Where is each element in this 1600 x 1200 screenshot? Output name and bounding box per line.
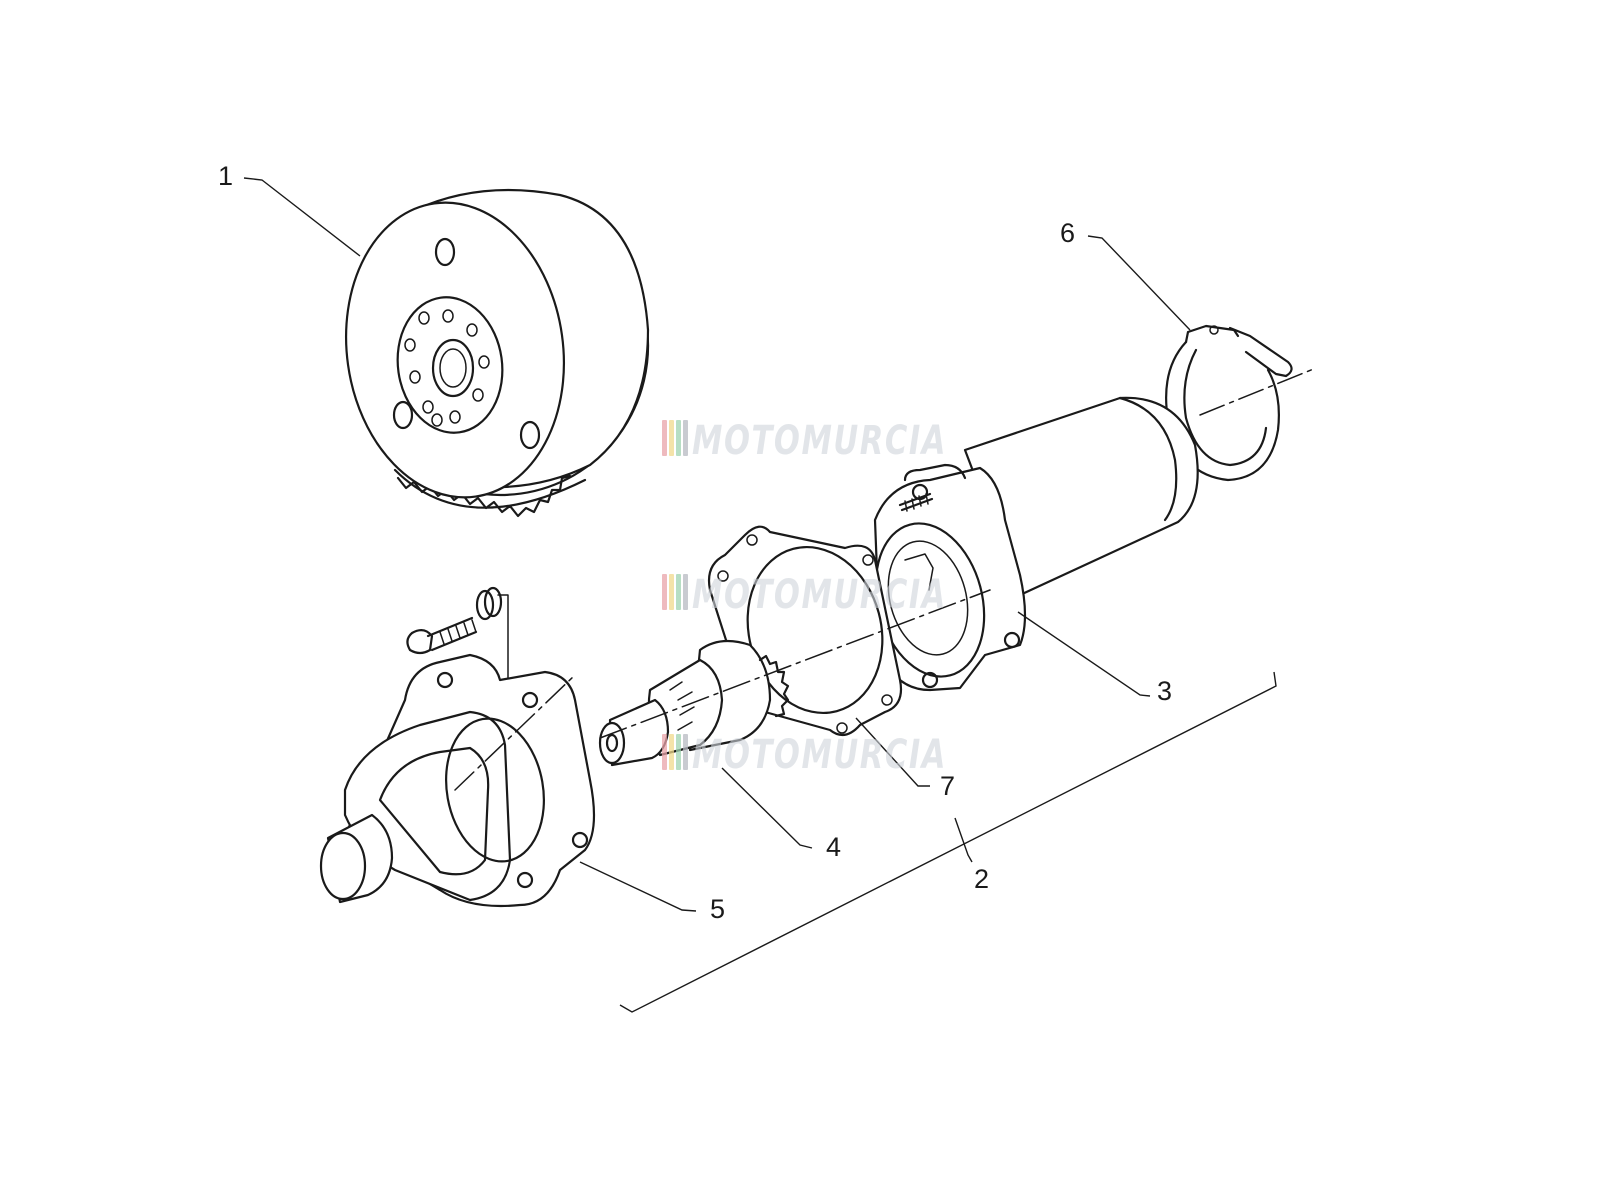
callout-2: 2 xyxy=(974,864,989,894)
callout-4: 4 xyxy=(826,832,841,862)
callout-3: 3 xyxy=(1157,676,1172,706)
screw-part xyxy=(406,586,509,706)
motor-body-part xyxy=(873,396,1199,692)
flywheel-rotor-part xyxy=(344,188,650,518)
watermark-3: MOTOMURCIA xyxy=(662,732,947,778)
callout-6: 6 xyxy=(1060,218,1075,248)
watermark-3-text: MOTOMURCIA xyxy=(692,732,947,778)
callout-1: 1 xyxy=(218,161,233,191)
watermark-1-text: MOTOMURCIA xyxy=(692,418,947,464)
watermark-2: MOTOMURCIA xyxy=(662,572,947,618)
watermark-2-text: MOTOMURCIA xyxy=(692,572,947,618)
end-cover-part xyxy=(319,653,596,908)
pinion-gear-part xyxy=(598,589,991,767)
leader-lines xyxy=(243,177,1191,912)
callout-7: 7 xyxy=(940,771,955,801)
callout-5: 5 xyxy=(710,894,725,924)
clamp-bracket-part xyxy=(1165,324,1317,482)
assembly-bracket-line xyxy=(619,671,1277,1013)
watermark-1: MOTOMURCIA xyxy=(662,418,947,464)
